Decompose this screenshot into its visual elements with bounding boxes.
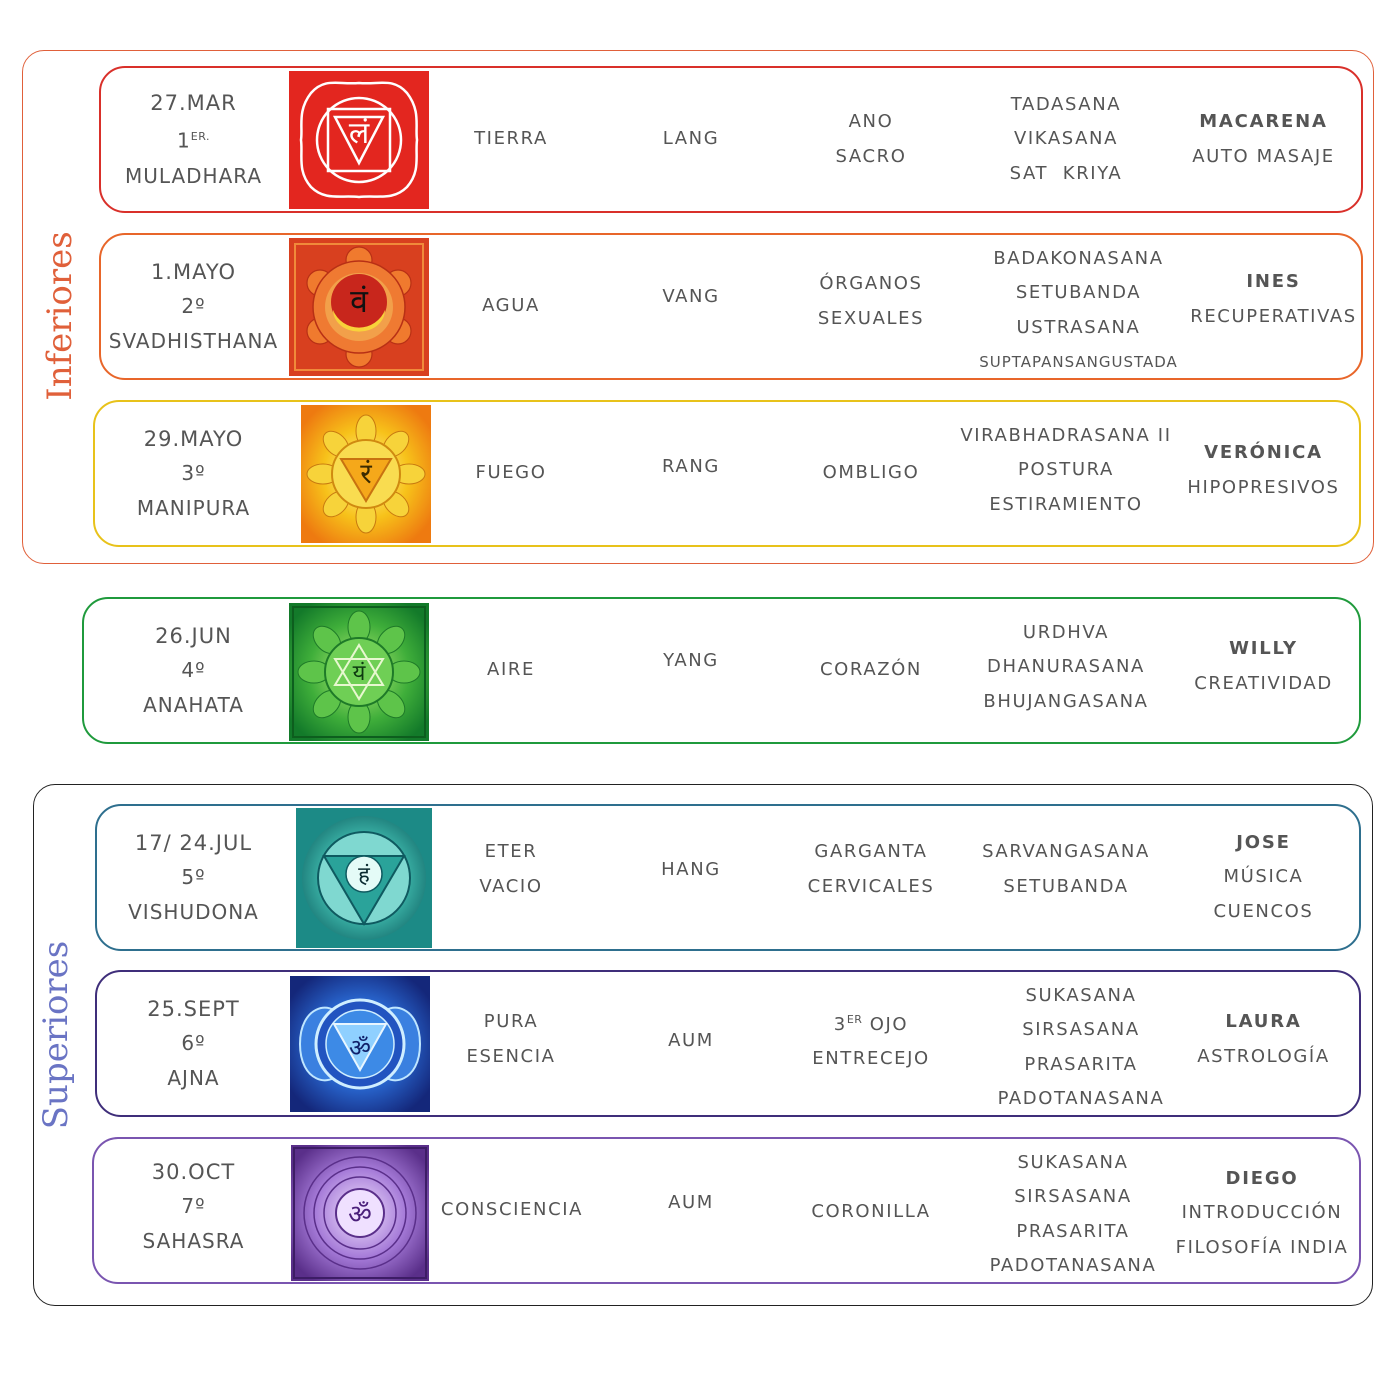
chakra-asanas: URDHVA DHANURASANA BHUJANGASANA: [983, 621, 1149, 712]
chakra-location: 3ER OJO ENTRECEJO: [812, 1012, 930, 1070]
chakra-element: AIRE: [487, 659, 535, 681]
chakra-asanas: SUKASANA SIRSASANA PRASARITA PADOTANASAN…: [997, 984, 1165, 1110]
chakra-element: AGUA: [482, 295, 540, 317]
chakra-mantra: RANG: [662, 456, 720, 478]
chakra-element: PURA ESENCIA: [466, 1011, 556, 1067]
muladhara-icon: लं: [289, 71, 429, 209]
chakra-location: GARGANTA CERVICALES: [807, 841, 935, 897]
upper-chakras-group: [33, 784, 1373, 1306]
chakra-mantra: YANG: [663, 650, 719, 672]
chakra-info: 27.MAR 1ER. MULADHARA: [101, 68, 286, 211]
vishudona-icon: हं: [296, 808, 432, 948]
chakra-teacher: INES RECUPERATIVAS: [1190, 271, 1357, 327]
chakra-row-vishudona: 17/ 24.JUL 5º VISHUDONA हं ETER VACIO HA…: [95, 804, 1361, 951]
chakra-element: FUEGO: [475, 462, 547, 484]
chakra-element: TIERRA: [474, 128, 548, 150]
chakra-name: MULADHARA: [124, 163, 263, 188]
chakra-asanas: SARVANGASANA SETUBANDA: [982, 841, 1150, 897]
chakra-teacher: LAURA ASTROLOGÍA: [1197, 1011, 1330, 1067]
chakra-mantra: LANG: [662, 128, 720, 150]
chakra-mantra: VANG: [662, 286, 720, 308]
svg-text:वं: वं: [350, 282, 369, 320]
svg-text:ॐ: ॐ: [349, 1034, 371, 1062]
sahasra-icon: ॐ: [291, 1145, 429, 1281]
chakra-row-sahasra: 30.OCT 7º SAHASRA ॐ CONSCIENCIA AUM: [92, 1137, 1361, 1284]
ajna-icon: ॐ: [290, 976, 430, 1112]
chakra-location: ANO SACRO: [835, 111, 907, 167]
chakra-info: 30.OCT 7º SAHASRA: [142, 1159, 245, 1253]
chakra-location: OMBLIGO: [822, 462, 920, 484]
chakra-date: 27.MAR: [150, 90, 237, 115]
chakra-teacher: VERÓNICA HIPOPRESIVOS: [1187, 442, 1340, 498]
chakra-teacher: DIEGO INTRODUCCIÓN FILOSOFÍA INDIA: [1175, 1167, 1349, 1258]
chakra-info: 29.MAYO 3º MANIPURA: [136, 426, 251, 520]
chakra-info: 25.SEPT 6º AJNA: [147, 996, 240, 1090]
chakra-info: 17/ 24.JUL 5º VISHUDONA: [128, 830, 259, 924]
svg-text:लं: लं: [349, 116, 370, 151]
lower-group-label: Inferiores: [40, 231, 80, 401]
chakra-teacher: JOSE MÚSICA CUENCOS: [1213, 831, 1314, 922]
chakra-mantra: AUM: [668, 1030, 714, 1052]
anahata-icon: यं: [289, 603, 429, 741]
chakra-location: CORONILLA: [811, 1201, 931, 1223]
svg-text:रं: रं: [360, 457, 372, 490]
chakra-element: ETER VACIO: [479, 841, 543, 897]
chakra-asanas: VIRABHADRASANA II POSTURA ESTIRAMIENTO: [960, 424, 1172, 515]
chakra-row-ajna: 25.SEPT 6º AJNA ॐ PURA ESENCIA AUM 3ER O…: [95, 970, 1361, 1117]
chakra-row-muladhara: 27.MAR 1ER. MULADHARA लं TIERRA LANG ANO…: [99, 66, 1363, 213]
chakra-element: CONSCIENCIA: [440, 1199, 584, 1221]
chakra-teacher: MACARENA AUTO MASAJE: [1192, 111, 1335, 167]
chakra-row-svadhisthana: 1.MAYO 2º SVADHISTHANA वं AGUA VANG ÓRGA…: [99, 233, 1363, 380]
svg-text:ॐ: ॐ: [348, 1200, 372, 1230]
chakra-info: 26.JUN 4º ANAHATA: [143, 623, 244, 717]
chakra-row-anahata: 26.JUN 4º ANAHATA यं: [82, 597, 1361, 744]
chakra-mantra: AUM: [668, 1192, 714, 1214]
chakra-location: CORAZÓN: [820, 659, 922, 681]
chakra-location: ÓRGANOS SEXUALES: [817, 273, 925, 329]
lower-chakras-group: [22, 50, 1374, 564]
chakra-asanas: TADASANA VIKASANA SAT KRIYA: [1009, 93, 1123, 184]
svg-text:हं: हं: [358, 863, 370, 888]
chakra-mantra: HANG: [661, 859, 721, 881]
manipura-icon: रं: [301, 405, 431, 543]
chakra-info: 1.MAYO 2º SVADHISTHANA: [108, 259, 279, 353]
chakra-ordinal: 1ER.: [177, 129, 210, 154]
chakra-row-manipura: 29.MAYO 3º MANIPURA रं FUEGO: [93, 400, 1361, 547]
chakra-teacher: WILLY CREATIVIDAD: [1194, 638, 1333, 694]
chakra-asanas: BADAKONASANA SETUBANDA USTRASANA SUPTAPA…: [979, 247, 1178, 372]
chakra-asanas: SUKASANA SIRSASANA PRASARITA PADOTANASAN…: [989, 1151, 1157, 1277]
svg-text:यं: यं: [353, 661, 367, 686]
upper-group-label: Superiores: [36, 940, 76, 1130]
svadhisthana-icon: वं: [289, 238, 429, 376]
